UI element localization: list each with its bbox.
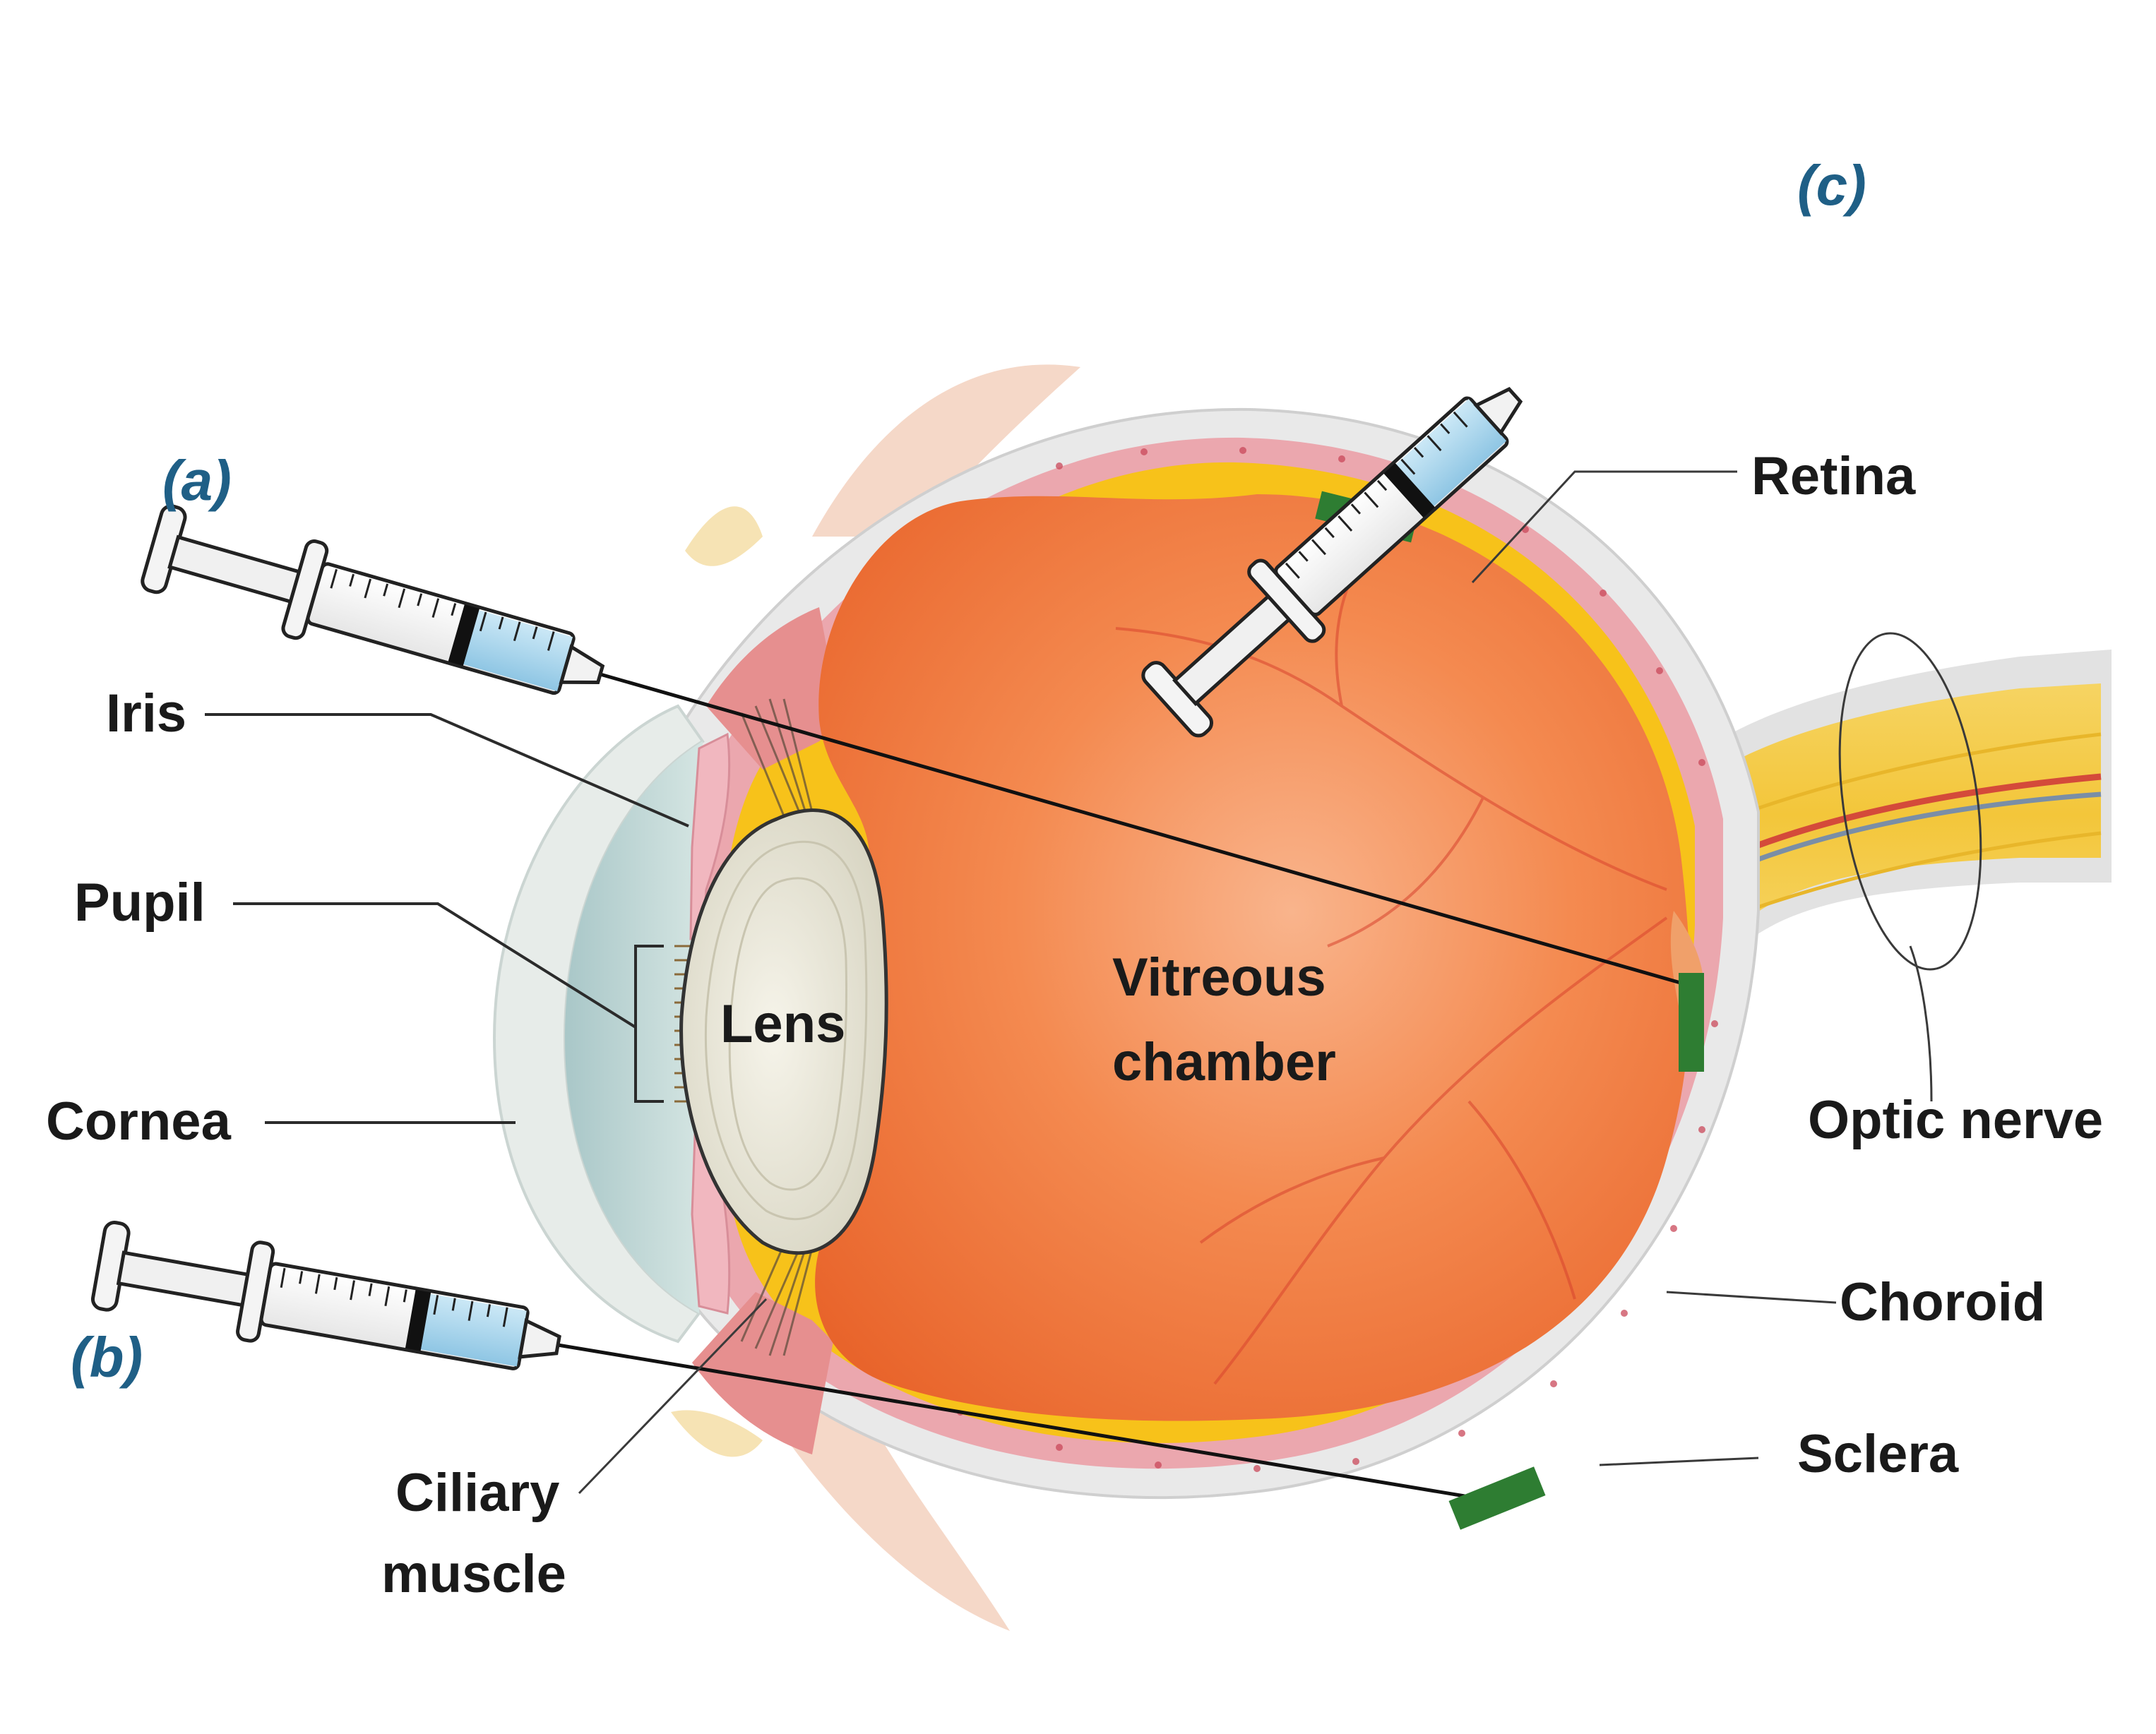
label-pupil: Pupil (74, 873, 206, 933)
lens-shape (679, 808, 888, 1255)
syringe-icon (138, 498, 614, 722)
inferior-muscle (763, 1405, 1010, 1631)
lens-rings (704, 840, 868, 1221)
eyelid-fat-bottom (671, 1410, 763, 1457)
label-iris: Iris (106, 683, 186, 743)
needle-b (557, 1343, 1470, 1499)
label-ciliary-line1: Ciliary (395, 1463, 559, 1523)
label-vitreous-line1: Vitreous (1112, 947, 1326, 1007)
injection-site-a (1679, 973, 1704, 1072)
route-label-c: (c) (1797, 154, 1866, 217)
route-label-b: (b) (71, 1326, 143, 1389)
ciliary-body-lower (692, 1292, 833, 1454)
label-vitreous-line2: chamber (1112, 1032, 1336, 1092)
label-lens: Lens (720, 994, 845, 1054)
pupil-bracket (634, 945, 664, 1103)
optic-nerve (1681, 650, 2112, 974)
needle-a (600, 672, 1689, 987)
label-sclera: Sclera (1797, 1424, 1959, 1484)
label-optic-nerve: Optic nerve (1808, 1090, 2103, 1150)
label-ciliary-line2: muscle (381, 1544, 566, 1604)
route-label-a: (a) (162, 449, 232, 512)
label-choroid: Choroid (1840, 1272, 2045, 1332)
label-retina: Retina (1751, 446, 1916, 506)
retinal-vessels (1115, 535, 1668, 1385)
leader-lines (205, 470, 1982, 1495)
superior-muscle (812, 364, 1080, 537)
syringe-icon (90, 1215, 566, 1393)
ciliary-body (706, 607, 840, 770)
vitreous-body (805, 494, 1691, 1421)
label-cornea: Cornea (46, 1092, 232, 1152)
injection-site-b (1448, 1466, 1546, 1530)
eyelid-fat-top (685, 506, 763, 566)
